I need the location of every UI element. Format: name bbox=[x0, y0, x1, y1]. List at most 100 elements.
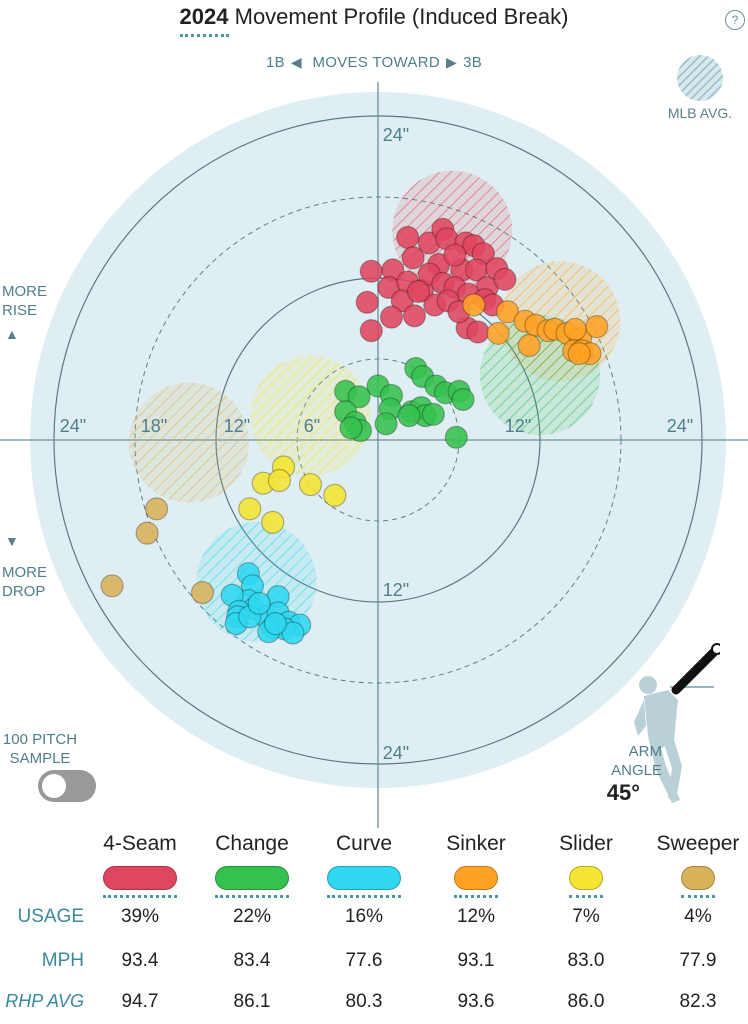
usage-value-sweeper: 4% bbox=[684, 906, 712, 927]
legend-name-curve: Curve bbox=[335, 832, 393, 855]
pitch-point-sweeper[interactable] bbox=[145, 497, 169, 521]
pitch-point-slider[interactable] bbox=[323, 483, 347, 507]
pitch-point-4-seam[interactable] bbox=[402, 304, 427, 328]
pitch-point-4-seam[interactable] bbox=[379, 305, 404, 329]
legend-name-sweeper: Sweeper bbox=[656, 832, 740, 855]
usage-row-label: USAGE bbox=[17, 906, 84, 927]
pitch-point-sinker[interactable] bbox=[462, 293, 486, 317]
pitch-point-change[interactable] bbox=[397, 404, 421, 428]
pitch-point-change[interactable] bbox=[444, 425, 468, 449]
rhp-avg-value-change: 86.1 bbox=[233, 991, 271, 1012]
direction-left-label: 1B bbox=[265, 54, 285, 71]
legend-pill-curve[interactable] bbox=[327, 866, 401, 890]
sample-label: 100 PITCH SAMPLE bbox=[0, 730, 80, 768]
pitch-point-4-seam[interactable] bbox=[359, 319, 383, 343]
legend-pill-sweeper[interactable] bbox=[681, 866, 715, 890]
mlb-avg-label: MLB AVG. bbox=[667, 105, 733, 121]
more-drop-line2: DROP bbox=[2, 583, 46, 600]
pitch-point-change[interactable] bbox=[421, 402, 445, 426]
ring-label-left-24: 24" bbox=[60, 416, 86, 436]
pitch-point-change[interactable] bbox=[451, 387, 475, 412]
year-selector[interactable]: 2024 bbox=[179, 4, 229, 29]
pitch-point-4-seam[interactable] bbox=[466, 320, 490, 344]
arm-angle-value: 45° bbox=[606, 780, 640, 805]
title-text: Movement Profile (Induced Break) bbox=[234, 4, 569, 29]
pitch-point-sweeper[interactable] bbox=[190, 580, 215, 605]
ring-label-left-12: 12" bbox=[224, 416, 250, 436]
direction-middle-label: MOVES TOWARD bbox=[312, 54, 440, 71]
mph-value-change: 83.4 bbox=[233, 950, 271, 971]
pitch-point-curve[interactable] bbox=[281, 621, 305, 645]
legend-name-4-seam: 4-Seam bbox=[103, 832, 177, 855]
mlb-avg-hatch-icon bbox=[677, 55, 723, 101]
legend-underline-sweeper bbox=[681, 895, 715, 898]
more-rise-line1: MORE bbox=[2, 283, 47, 300]
rhp-avg-value-sweeper: 82.3 bbox=[679, 991, 717, 1012]
pitch-point-sweeper[interactable] bbox=[100, 574, 124, 598]
pitch-point-change[interactable] bbox=[339, 416, 363, 440]
pitch-point-curve[interactable] bbox=[247, 591, 271, 615]
ring-label-left-6: 6" bbox=[304, 416, 320, 436]
pitch-point-slider[interactable] bbox=[261, 510, 285, 534]
pitch-point-sinker[interactable] bbox=[496, 300, 520, 324]
ring-labels: 24" 12" 24" 24" 18" 12" 6" 12" 24" bbox=[60, 125, 693, 763]
movement-chart: 24" 12" 24" 24" 18" 12" 6" 12" 24" bbox=[0, 82, 748, 828]
pitch-point-curve[interactable] bbox=[263, 611, 287, 636]
pitch-point-change[interactable] bbox=[347, 385, 371, 409]
more-drop-line1: MORE bbox=[2, 564, 47, 581]
legend-name-change: Change bbox=[215, 832, 289, 855]
mlb-avg-legend[interactable]: MLB AVG. bbox=[655, 55, 745, 121]
title-bar: 2024 Movement Profile (Induced Break) bbox=[0, 4, 748, 30]
pitch-point-sweeper[interactable] bbox=[135, 521, 159, 545]
pitch-point-sinker[interactable] bbox=[486, 321, 510, 345]
sample-toggle[interactable] bbox=[38, 770, 96, 802]
pitch-point-sinker[interactable] bbox=[567, 342, 591, 366]
usage-value-4-seam: 39% bbox=[120, 906, 160, 927]
rhp-avg-row-label: RHP AVG bbox=[5, 991, 84, 1011]
up-triangle-icon: ▲ bbox=[5, 326, 19, 342]
legend-underline-4-seam bbox=[103, 895, 177, 898]
pitch-point-slider[interactable] bbox=[238, 497, 262, 521]
ring-label-bottom-12: 12" bbox=[383, 580, 409, 600]
pitch-point-4-seam[interactable] bbox=[359, 259, 383, 283]
ring-label-right-12: 12" bbox=[505, 416, 531, 436]
mph-value-curve: 77.6 bbox=[345, 950, 383, 971]
mlb-avg-sweeper bbox=[129, 382, 249, 503]
legend-underline-slider bbox=[569, 895, 603, 898]
rhp-avg-value-curve: 80.3 bbox=[345, 991, 383, 1012]
arm-angle-line2: ANGLE bbox=[611, 762, 662, 779]
more-rise-label: MORE RISE bbox=[2, 282, 47, 320]
down-triangle-icon: ▼ bbox=[5, 533, 19, 549]
pitch-point-slider[interactable] bbox=[298, 472, 323, 497]
pitch-point-4-seam[interactable] bbox=[493, 267, 517, 291]
legend-pill-sinker[interactable] bbox=[454, 866, 498, 890]
legend-underline-curve bbox=[327, 895, 401, 898]
right-triangle-icon: ▶ bbox=[445, 54, 458, 70]
mph-value-sweeper: 77.9 bbox=[679, 950, 717, 971]
pitch-point-sinker[interactable] bbox=[517, 333, 541, 358]
pitch-point-4-seam[interactable] bbox=[401, 246, 425, 270]
pitch-point-slider[interactable] bbox=[267, 468, 292, 493]
legend-pill-4-seam[interactable] bbox=[103, 866, 177, 890]
pitch-point-sinker[interactable] bbox=[563, 317, 587, 341]
direction-label: 1B◀ MOVES TOWARD▶3B bbox=[0, 54, 748, 71]
mph-row-label: MPH bbox=[41, 950, 84, 971]
ring-label-left-18: 18" bbox=[141, 416, 167, 436]
pitch-point-sinker[interactable] bbox=[585, 315, 609, 339]
legend-pill-change[interactable] bbox=[215, 866, 289, 890]
arm-angle-line1: ARM bbox=[628, 743, 662, 760]
pitch-point-change[interactable] bbox=[374, 412, 398, 436]
usage-value-change: 22% bbox=[232, 906, 272, 927]
rhp-avg-value-4-seam: 94.7 bbox=[121, 991, 159, 1012]
pitch-point-4-seam[interactable] bbox=[355, 290, 379, 314]
ring-label-top-24: 24" bbox=[383, 125, 409, 145]
pitch-point-4-seam[interactable] bbox=[396, 225, 420, 250]
usage-value-curve: 16% bbox=[344, 906, 384, 927]
help-icon[interactable]: ? bbox=[725, 10, 745, 30]
pitcher-silhouette-icon bbox=[634, 643, 720, 803]
pitch-point-4-seam[interactable] bbox=[406, 279, 431, 304]
pitch-point-4-seam[interactable] bbox=[443, 243, 467, 267]
usage-value-sinker: 12% bbox=[456, 906, 496, 927]
legend-pill-slider[interactable] bbox=[569, 866, 603, 890]
usage-value-slider: 7% bbox=[572, 906, 600, 927]
